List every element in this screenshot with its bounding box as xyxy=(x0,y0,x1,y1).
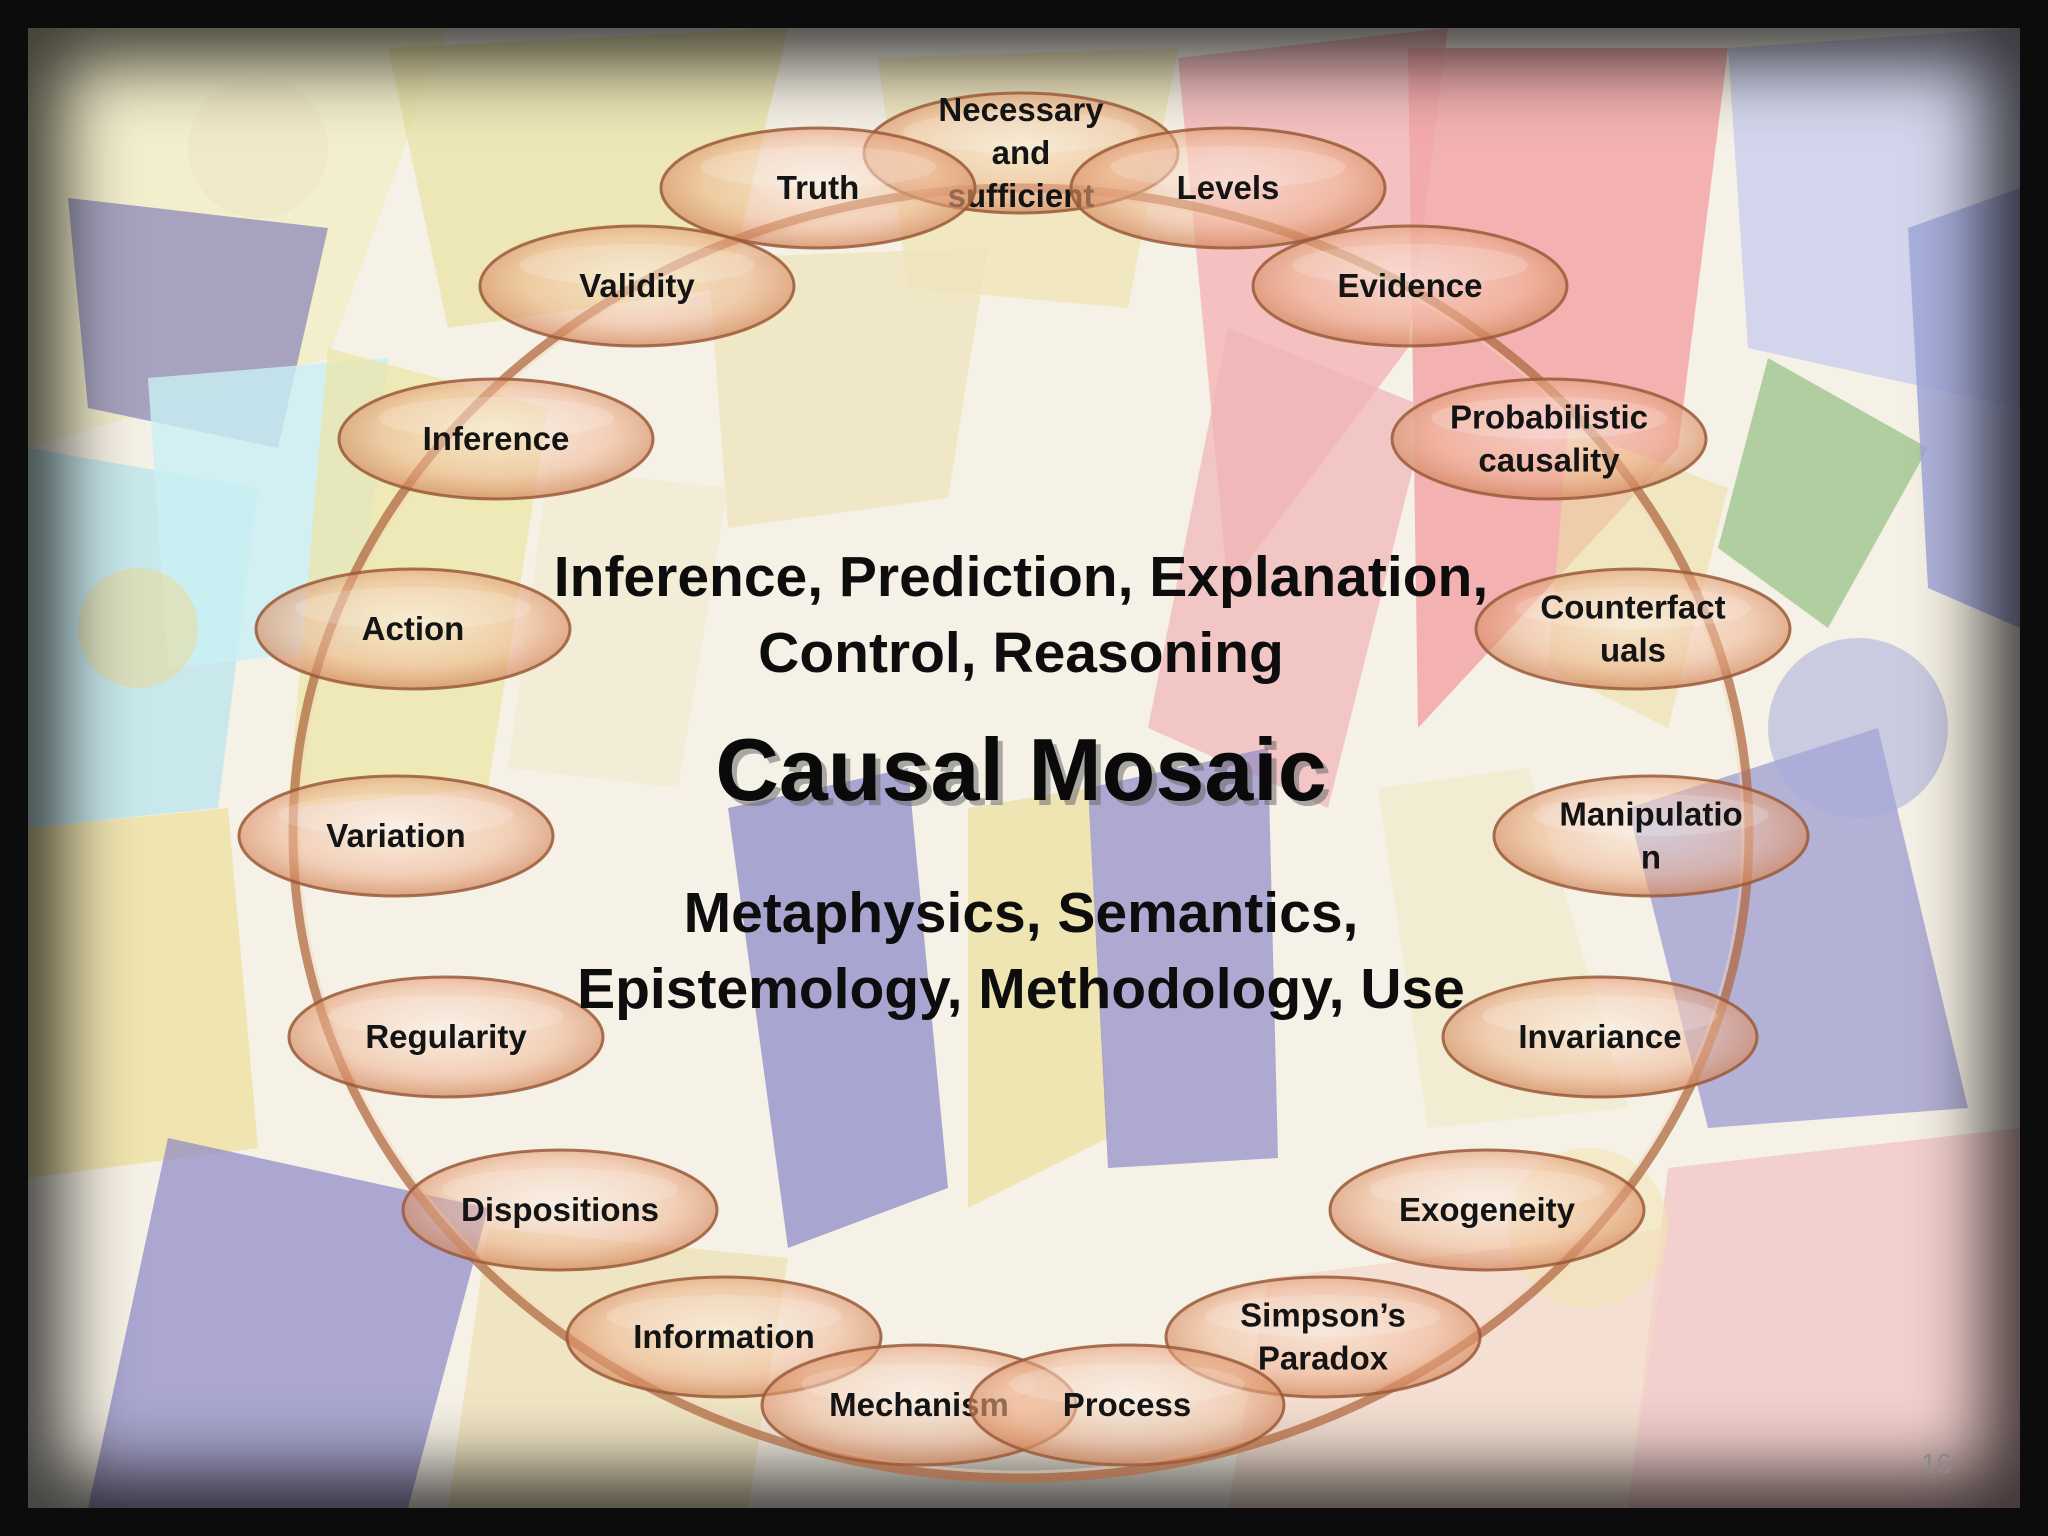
node-label: Evidence xyxy=(1338,267,1483,304)
node-label: Exogeneity xyxy=(1399,1191,1576,1228)
node-highlight xyxy=(1205,1295,1441,1337)
node-ellipse xyxy=(237,774,555,898)
node-label: causality xyxy=(1478,442,1620,479)
node-label: Levels xyxy=(1177,169,1280,206)
node-ellipse xyxy=(1492,774,1810,898)
node-highlight xyxy=(903,111,1139,153)
node-highlight xyxy=(1369,1168,1605,1210)
center-bottom-line-1: Metaphysics, Semantics, xyxy=(684,881,1359,945)
node-highlight xyxy=(1009,1363,1245,1405)
node-process: Process xyxy=(968,1343,1286,1467)
node-highlight xyxy=(700,146,936,188)
node-highlight xyxy=(442,1168,678,1210)
node-probabilistic-causality: Probabilistic causality xyxy=(1390,377,1708,501)
node-label: Simpson’s xyxy=(1240,1297,1406,1334)
center-top-line-2: Control, Reasoning xyxy=(758,621,1284,685)
node-inference: Inference xyxy=(337,377,655,501)
node-ellipse xyxy=(1441,975,1759,1099)
node-ellipse xyxy=(287,975,605,1099)
node-label: Variation xyxy=(326,817,465,854)
node-ellipse xyxy=(478,224,796,348)
node-label: Inference xyxy=(423,420,570,457)
node-highlight xyxy=(1515,587,1751,629)
node-ellipse xyxy=(1069,126,1387,250)
node-ellipse xyxy=(254,567,572,691)
node-ellipse xyxy=(1390,377,1708,501)
node-label: n xyxy=(1641,839,1661,876)
node-label: Validity xyxy=(579,267,695,304)
node-label: uals xyxy=(1600,632,1666,669)
node-highlight xyxy=(295,587,531,629)
node-levels: Levels xyxy=(1069,126,1387,250)
node-highlight xyxy=(1292,244,1528,286)
node-label: Process xyxy=(1063,1386,1191,1423)
node-invariance: Invariance xyxy=(1441,975,1759,1099)
diagram-title: Causal Mosaic xyxy=(715,720,1326,819)
node-highlight xyxy=(378,397,614,439)
node-highlight xyxy=(1533,794,1769,836)
node-ellipse xyxy=(401,1148,719,1272)
page-number: 16 xyxy=(1920,1448,1952,1479)
node-label: Counterfact xyxy=(1540,589,1725,626)
node-highlight xyxy=(606,1295,842,1337)
node-label: Regularity xyxy=(365,1018,527,1055)
node-highlight xyxy=(1110,146,1346,188)
node-highlight xyxy=(519,244,755,286)
node-counterfactuals: Counterfact uals xyxy=(1474,567,1792,691)
node-ellipse xyxy=(659,126,977,250)
node-information: Information xyxy=(565,1275,883,1399)
node-highlight xyxy=(328,995,564,1037)
node-ellipse xyxy=(968,1343,1286,1467)
node-action: Action xyxy=(254,567,572,691)
node-manipulation: Manipulatio n xyxy=(1492,774,1810,898)
node-label: Truth xyxy=(777,169,859,206)
node-ellipse xyxy=(1251,224,1569,348)
node-evidence: Evidence xyxy=(1251,224,1569,348)
node-validity: Validity xyxy=(478,224,796,348)
node-truth: Truth xyxy=(659,126,977,250)
node-ellipse xyxy=(1474,567,1792,691)
center-top-line-1: Inference, Prediction, Explanation, xyxy=(554,545,1488,609)
node-label: Manipulatio xyxy=(1559,796,1742,833)
node-label: Paradox xyxy=(1258,1340,1389,1377)
node-ellipse xyxy=(337,377,655,501)
node-label: Probabilistic xyxy=(1450,399,1648,436)
node-label: Information xyxy=(633,1318,814,1355)
node-label: Invariance xyxy=(1518,1018,1681,1055)
node-variation: Variation xyxy=(237,774,555,898)
node-label: and xyxy=(992,134,1051,171)
node-ellipse xyxy=(1328,1148,1646,1272)
node-label: Necessary xyxy=(938,91,1104,128)
node-label: Dispositions xyxy=(461,1191,659,1228)
center-bottom-line-2: Epistemology, Methodology, Use xyxy=(577,957,1465,1021)
node-highlight xyxy=(1482,995,1718,1037)
node-exogeneity: Exogeneity xyxy=(1328,1148,1646,1272)
node-regularity: Regularity xyxy=(287,975,605,1099)
node-highlight xyxy=(278,794,514,836)
node-highlight xyxy=(1431,397,1667,439)
diagram-title-shadow: Causal Mosaic xyxy=(720,725,1331,824)
node-dispositions: Dispositions xyxy=(401,1148,719,1272)
node-label: Action xyxy=(362,610,465,647)
